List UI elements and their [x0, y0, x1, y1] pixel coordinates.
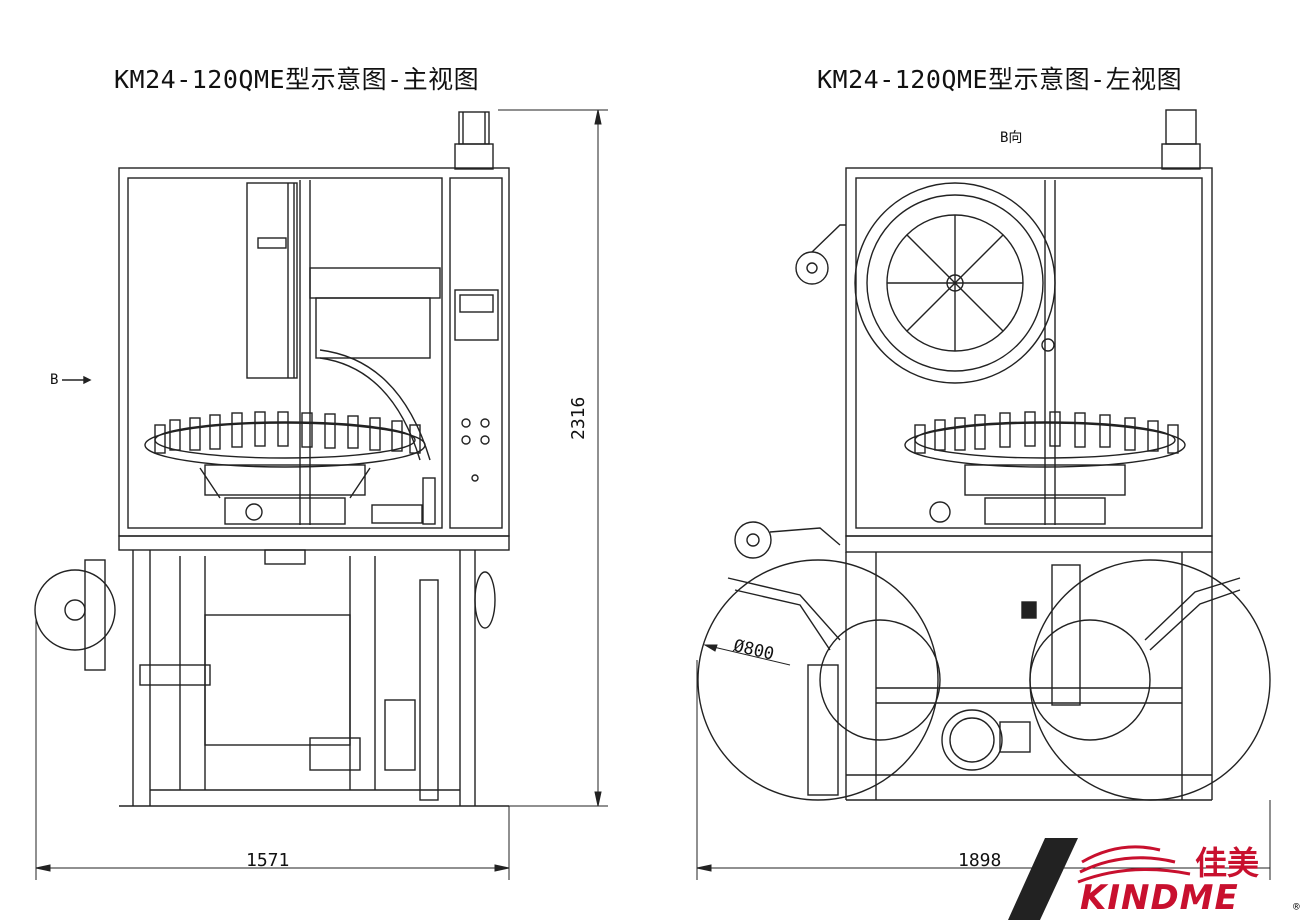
front-height-dimension: 2316 [568, 396, 589, 440]
kindme-logo-graphic [1008, 838, 1191, 920]
brand-wordmark: KINDME [1080, 878, 1239, 918]
side-view-drawing [697, 109, 1271, 801]
view-label-b-direction: B向 [1000, 130, 1023, 146]
front-width-dimension: 1571 [246, 850, 290, 871]
brand-name-cn: 佳美 [1195, 844, 1260, 882]
registered-mark: ® [1293, 900, 1300, 913]
control-panel [454, 289, 499, 341]
side-dimension-lines [696, 644, 1271, 880]
side-view-title: KM24-120QME型示意图-左视图 [817, 65, 1183, 94]
side-width-dimension: 1898 [958, 850, 1002, 871]
front-view-drawing [34, 111, 510, 807]
front-dimension-lines [35, 109, 608, 880]
direction-marker-b: B [50, 372, 59, 388]
front-view-title: KM24-120QME型示意图-主视图 [114, 65, 480, 94]
